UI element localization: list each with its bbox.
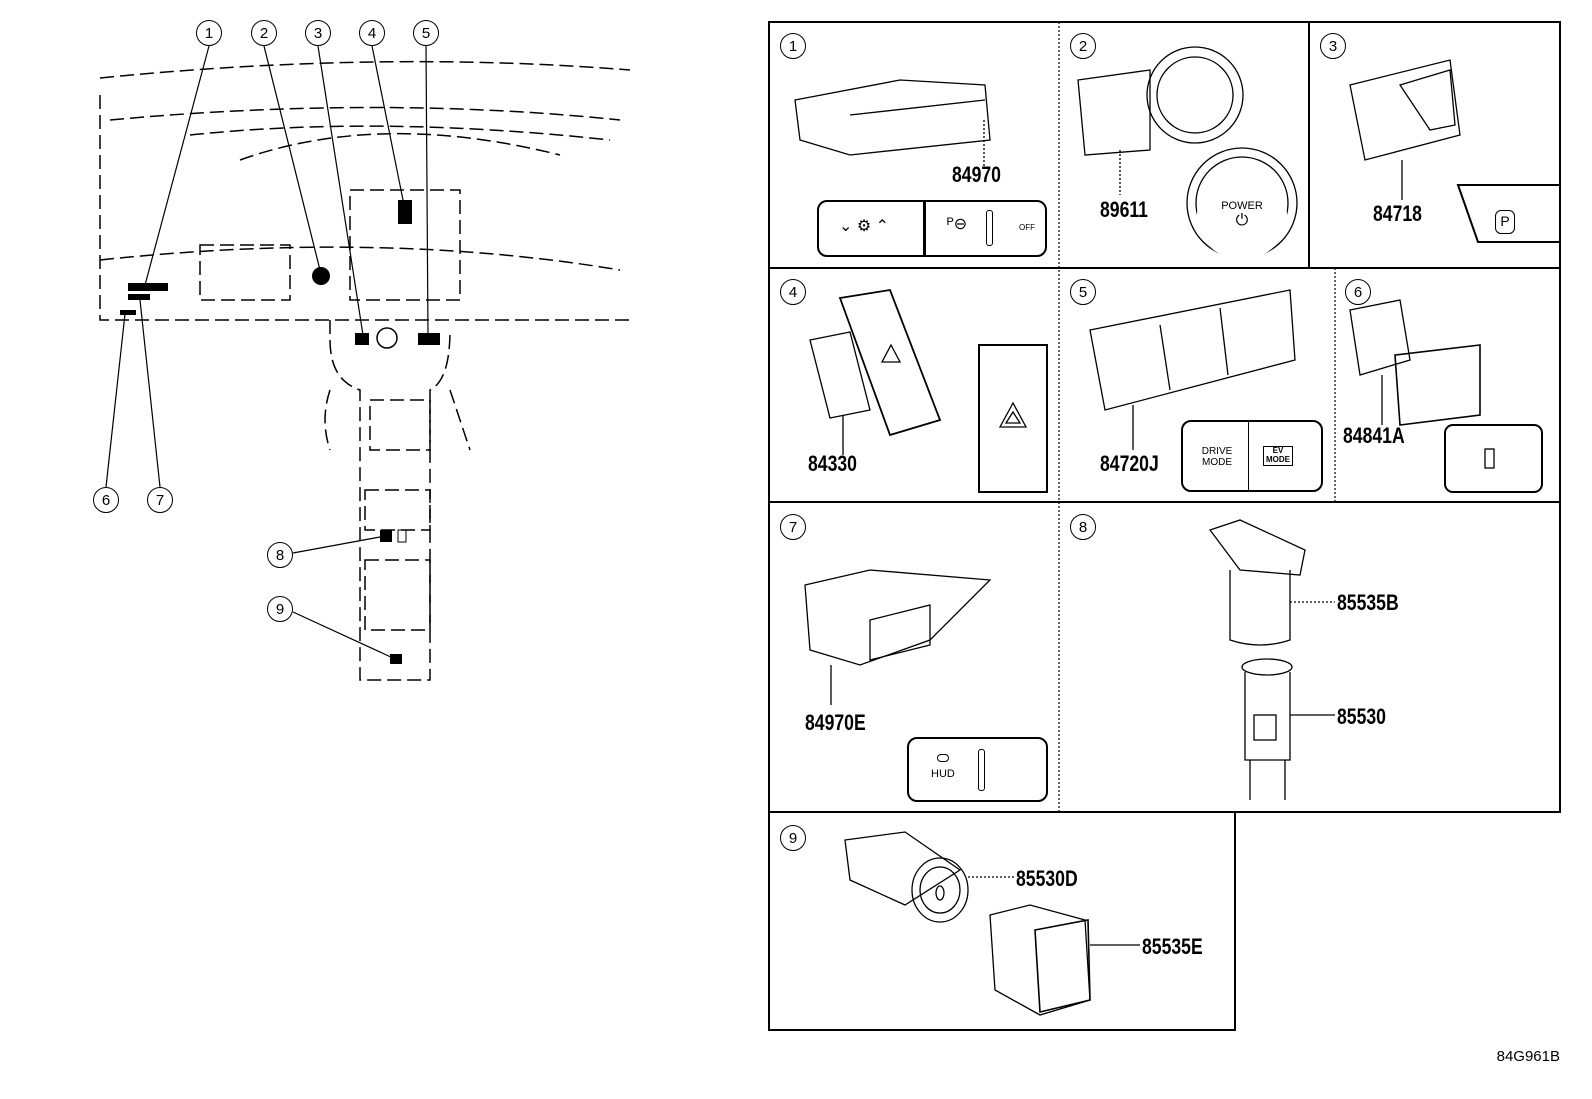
callout-1[interactable]: 1 <box>196 20 222 46</box>
callout-3[interactable]: 3 <box>305 20 331 46</box>
callout-2[interactable]: 2 <box>251 20 277 46</box>
steering-heater-icon: ᴾ⊖ <box>947 216 968 233</box>
panel-index-5: 5 <box>1070 279 1096 305</box>
cruise-adjust-icon: ⌄ ⚙ ⌃ <box>839 218 890 235</box>
face-divider <box>923 202 926 255</box>
panel-index-2: 2 <box>1070 33 1096 59</box>
panel-index-3: 3 <box>1320 33 1346 59</box>
panel-index-9: 9 <box>780 825 806 851</box>
callout-7[interactable]: 7 <box>147 487 173 513</box>
part-number-84718[interactable]: 84718 <box>1373 201 1422 226</box>
vsc-off-label: OFF <box>1019 223 1035 233</box>
part-number-84970E[interactable]: 84970E <box>805 710 866 735</box>
part-number-84841A[interactable]: 84841A <box>1343 423 1405 448</box>
callout-8[interactable]: 8 <box>267 542 293 568</box>
part-number-85535B[interactable]: 85535B <box>1337 590 1399 615</box>
indicator-bar <box>986 210 993 246</box>
hud-switch-face: HUD <box>907 737 1048 802</box>
figure-code: 84G961B <box>1496 1048 1560 1065</box>
callout-4[interactable]: 4 <box>359 20 385 46</box>
power-icon: ⏻ <box>1235 212 1249 230</box>
parking-p-icon: P <box>1495 210 1515 234</box>
power-button-face: POWER ⏻ <box>1197 170 1287 260</box>
callout-6[interactable]: 6 <box>93 487 119 513</box>
part-number-84970[interactable]: 84970 <box>952 162 1001 187</box>
switch-face-cruise-steering-vsc: ⌄ ⚙ ⌃ ᴾ⊖ OFF <box>817 200 1047 257</box>
hud-indicator-icon <box>937 754 949 762</box>
panel-index-7: 7 <box>780 514 806 540</box>
panel-index-4: 4 <box>780 279 806 305</box>
dashboard-overview-drawing <box>99 45 631 681</box>
drive-mode-label: DRIVE MODE <box>1201 446 1233 468</box>
ev-mode-label: EV MODE <box>1263 446 1293 466</box>
part-number-84720J[interactable]: 84720J <box>1100 451 1159 476</box>
face-divider <box>1248 422 1249 490</box>
part-number-85530D[interactable]: 85530D <box>1016 866 1078 891</box>
hud-label: HUD <box>931 768 955 780</box>
drive-mode-ev-face: DRIVE MODE EV MODE <box>1181 420 1323 492</box>
indicator-bar <box>978 749 985 791</box>
panel-index-6: 6 <box>1345 279 1371 305</box>
parking-label: P <box>1500 213 1510 230</box>
callout-5[interactable]: 5 <box>413 20 439 46</box>
part-number-84330[interactable]: 84330 <box>808 451 857 476</box>
panel-index-8: 8 <box>1070 514 1096 540</box>
power-label: POWER <box>1221 200 1263 213</box>
part-number-89611[interactable]: 89611 <box>1100 197 1148 222</box>
part-number-85535E[interactable]: 85535E <box>1142 934 1203 959</box>
panel-index-1: 1 <box>780 33 806 59</box>
part-number-85530[interactable]: 85530 <box>1337 704 1386 729</box>
callout-9[interactable]: 9 <box>267 596 293 622</box>
